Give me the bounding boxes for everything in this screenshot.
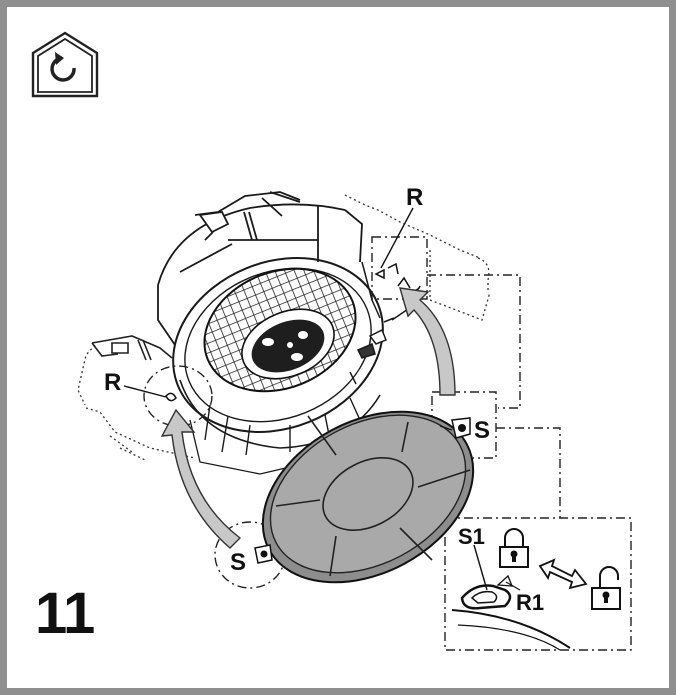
detail-inset (451, 544, 571, 651)
filter-clip-bottom (254, 544, 273, 564)
arrow-left (160, 408, 242, 549)
left-bracket (91, 335, 173, 361)
leader-lines (123, 207, 414, 398)
house-reinstall-icon (31, 31, 99, 98)
label-r-top: R (406, 184, 423, 211)
label-s1: S1 (458, 524, 485, 549)
step-number: 11 (35, 581, 95, 646)
insertion-arrows (160, 287, 456, 549)
double-arrow-icon (538, 558, 588, 590)
hook-markers (165, 262, 421, 402)
motor-housing (157, 191, 363, 346)
label-s-bottom: S (230, 549, 246, 576)
label-s-right: S (474, 417, 490, 444)
grease-filter (261, 410, 475, 584)
label-r-left: R (104, 369, 121, 396)
filter-clip-right (439, 417, 471, 439)
padlock-locked-icon (499, 528, 529, 568)
arrow-right (399, 287, 456, 396)
fan-basket (203, 267, 357, 393)
label-r1: R1 (516, 590, 544, 615)
padlock-unlocked-icon (591, 566, 621, 610)
right-housing-details (356, 261, 415, 359)
